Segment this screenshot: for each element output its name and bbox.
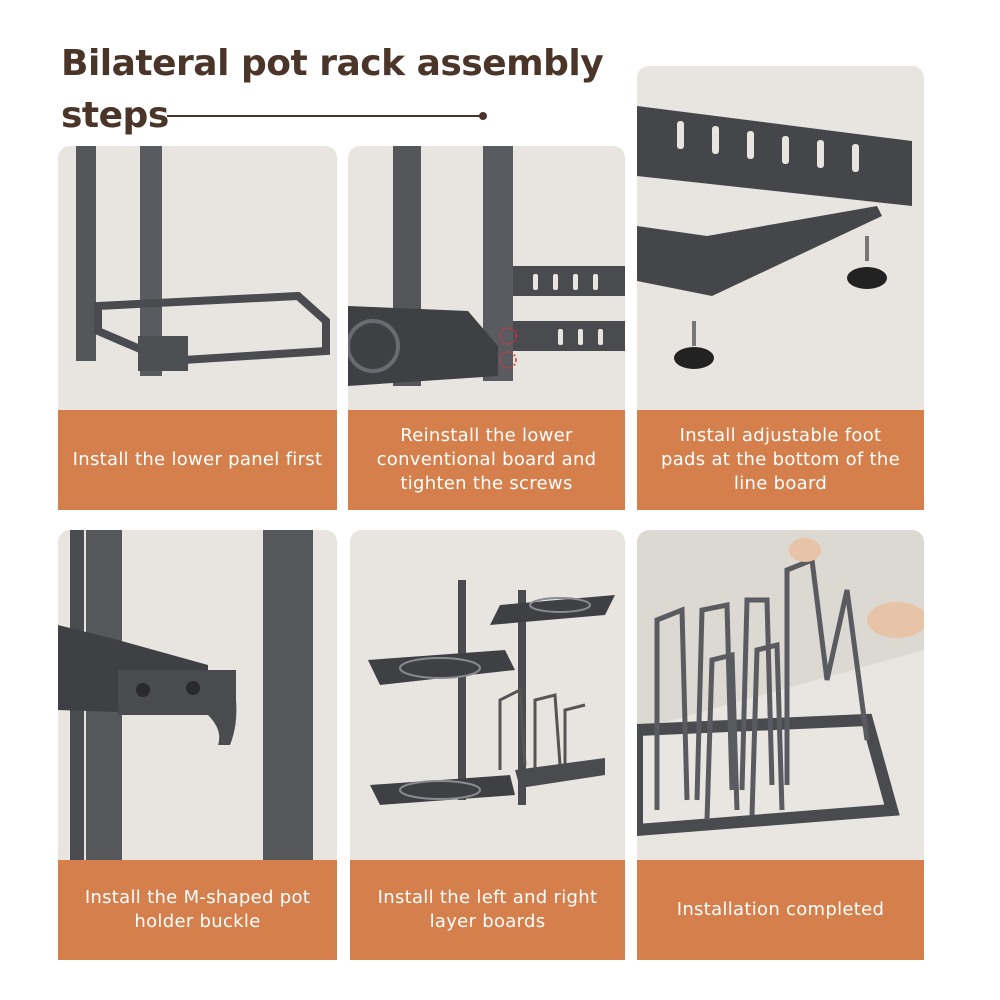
caption-text: Installation completed [676,899,885,920]
step-card-3: Install adjustable foot pads at the bott… [637,66,924,510]
caption-text: Reinstall the lower conventional board a… [376,425,597,494]
title-divider-dot [479,112,487,120]
step-card-6: Installation completed [637,530,924,960]
step-1-caption: Install the lower panel first [58,410,337,510]
step-card-5: Install the left and right layer boards [350,530,625,960]
step-3-caption: Install adjustable foot pads at the bott… [637,410,924,510]
step-card-1: Install the lower panel first [58,146,337,510]
title-line-1: Bilateral pot rack assembly [61,43,604,84]
page-title: Bilateral pot rack assembly steps [61,38,604,142]
caption-text: Install adjustable foot pads at the bott… [661,425,900,494]
step-2-image [348,146,625,410]
caption-text: Install the left and right layer boards [377,887,598,932]
step-5-image [350,530,625,860]
caption-text: Install the M-shaped pot holder buckle [84,887,311,932]
title-line-2: steps [61,95,169,136]
step-2-caption: Reinstall the lower conventional board a… [348,410,625,510]
step-6-image [637,530,924,860]
step-4-caption: Install the M-shaped pot holder buckle [58,860,337,960]
step-5-caption: Install the left and right layer boards [350,860,625,960]
step-card-4: Install the M-shaped pot holder buckle [58,530,337,960]
step-1-image [58,146,337,410]
step-4-image [58,530,337,860]
caption-text: Install the lower panel first [72,449,323,470]
step-card-2: Reinstall the lower conventional board a… [348,146,625,510]
step-3-image [637,66,924,410]
title-divider [167,115,482,117]
step-6-caption: Installation completed [637,860,924,960]
